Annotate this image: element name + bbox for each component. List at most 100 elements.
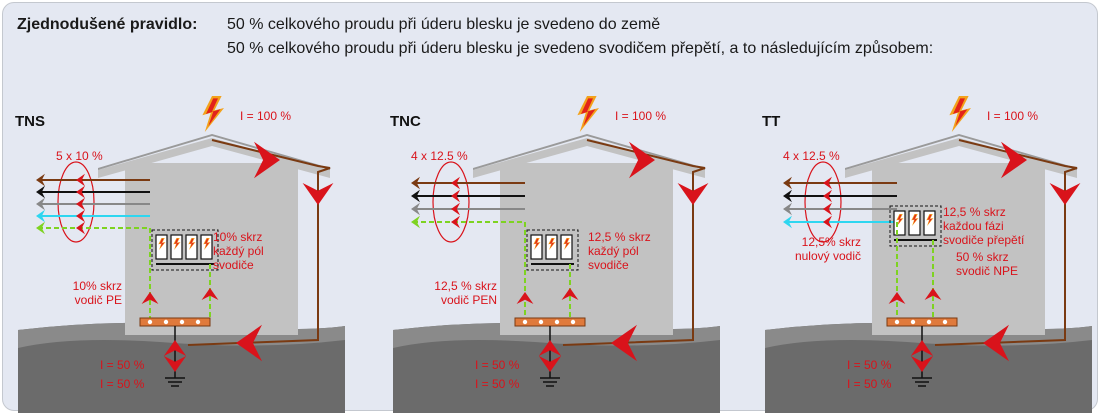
system-title: TT: [762, 113, 780, 130]
split-ellipse: [57, 161, 95, 243]
bolt-inner: [564, 238, 570, 248]
spd-bolt-icon-1: [533, 238, 541, 250]
earthing-bar-bolt-4: [570, 319, 576, 325]
arrow-downpipe: [302, 183, 334, 205]
pe-arrow: [141, 292, 159, 304]
bolt-inner: [581, 98, 596, 126]
spd-bolt-icon-2: [911, 214, 919, 226]
spd-label-3: svodiče: [588, 258, 629, 272]
bolt-inner: [927, 214, 933, 224]
earthing-bar-bolt-2: [538, 319, 544, 325]
bolt-inner: [549, 238, 555, 248]
split-arrow-4: [451, 215, 460, 229]
arrow-downpipe: [677, 183, 709, 205]
conductor-arrow-3: [783, 202, 792, 216]
spd-label-1: 12,5 % skrz: [588, 230, 651, 244]
spd-bolt-icon-3: [926, 214, 934, 226]
lightning-path: [934, 139, 1078, 346]
bolt-inner: [912, 214, 918, 224]
spd-box: [151, 229, 219, 271]
rule-text-1: 50 % celkového proudu při úderu blesku j…: [227, 16, 661, 33]
split-label: 4 x 12.5 %: [783, 149, 840, 163]
lightning-current-label: I = 100 %: [240, 109, 291, 123]
bolt-inner: [206, 98, 221, 126]
conductor-arrow-5: [36, 221, 45, 235]
spd-label-2: každý pól: [588, 244, 639, 258]
pe-arrow: [888, 292, 906, 304]
bolt-inner: [189, 238, 195, 248]
ground-current-1: I = 50 %: [847, 358, 892, 372]
split-arrow-2: [76, 185, 85, 199]
spd-bolt-icon-4: [203, 238, 211, 250]
split-ellipse: [432, 161, 470, 243]
conductor-arrow-4: [411, 215, 420, 229]
ground-arrow-down: [910, 356, 934, 372]
conductor-arrow-2: [36, 185, 45, 199]
arrow-roof: [629, 141, 655, 179]
split-arrow-5: [76, 221, 85, 235]
bolt-inner: [204, 238, 210, 248]
lightning-current-label: I = 100 %: [987, 109, 1038, 123]
split-arrow-4: [823, 215, 832, 229]
arrow-downpipe: [1049, 183, 1081, 205]
ground-current-2: I = 50 %: [475, 377, 520, 391]
conductor-arrow-1: [36, 173, 45, 187]
earthing-bar-bolt-4: [942, 319, 948, 325]
spd-earth-arrow: [561, 288, 579, 300]
bolt-inner: [159, 238, 165, 248]
conductor-arrow-4: [783, 215, 792, 229]
neutral-label-2: nulový vodič: [795, 249, 861, 263]
npe-label-1: 50 % skrz: [956, 250, 1009, 264]
rule-header: Zjednodušené pravidlo:50 % celkového pro…: [17, 13, 933, 61]
split-arrow-1: [451, 176, 460, 190]
conductor-arrow-2: [411, 189, 420, 203]
conductor-arrow-1: [783, 176, 792, 190]
spd-bolt-icon-1: [158, 238, 166, 250]
spd-label-2: každý pól: [213, 244, 264, 258]
earthing-bar-bolt-2: [910, 319, 916, 325]
system-title: TNC: [390, 113, 421, 130]
split-arrow-2: [451, 189, 460, 203]
ground-arrow-up: [163, 340, 187, 356]
rule-line-2: 50 % celkového proudu při úderu blesku j…: [17, 37, 933, 61]
conductor-arrow-1: [411, 176, 420, 190]
bolt-inner: [897, 214, 903, 224]
arrow-roof: [254, 141, 280, 179]
spd-label-3: svodiče přepětí: [943, 233, 1025, 247]
ground-current-2: I = 50 %: [847, 377, 892, 391]
neutral-label-1: 12,5% skrz: [802, 235, 861, 249]
lightning-path: [562, 139, 706, 346]
split-arrow-2: [823, 189, 832, 203]
ground-arrow-up: [538, 340, 562, 356]
pe-label-1: 10% skrz: [73, 279, 122, 293]
lightning-bolt-icon: [577, 96, 599, 132]
conductor-arrow-4: [36, 209, 45, 223]
panel-tt: I = 100 % TT 4 x 12.5 % I = 50 % I = 50 % 12,…: [762, 96, 1092, 413]
ground-arrow-down: [163, 356, 187, 372]
split-label: 4 x 12.5 %: [411, 149, 468, 163]
spd-bolt-icon-1: [896, 214, 904, 226]
bolt-inner: [174, 238, 180, 248]
spd-bolt-icon-2: [173, 238, 181, 250]
earthing-bar-bolt-1: [522, 319, 528, 325]
spd-label-1: 12,5 % skrz: [943, 205, 1006, 219]
earthing-bar-bolt-1: [894, 319, 900, 325]
system-title: TNS: [15, 113, 45, 130]
split-arrow-3: [76, 197, 85, 211]
spd-box: [526, 229, 579, 271]
lightning-current-label: I = 100 %: [615, 109, 666, 123]
pe-label-1: 12,5 % skrz: [434, 279, 497, 293]
ground-arrow-down: [538, 356, 562, 372]
spd-bolt-icon-2: [548, 238, 556, 250]
spd-earth-arrow: [924, 288, 942, 300]
arrow-ground-return: [983, 324, 1009, 362]
ground-arrow-up: [910, 340, 934, 356]
spd-label-3: svodiče: [213, 258, 254, 272]
arrow-ground-return: [236, 324, 262, 362]
ground-current-1: I = 50 %: [475, 358, 520, 372]
house-wall: [500, 163, 673, 335]
ground-current-2: I = 50 %: [100, 377, 145, 391]
split-arrow-3: [451, 202, 460, 216]
earthing-bar-bolt-2: [163, 319, 169, 325]
